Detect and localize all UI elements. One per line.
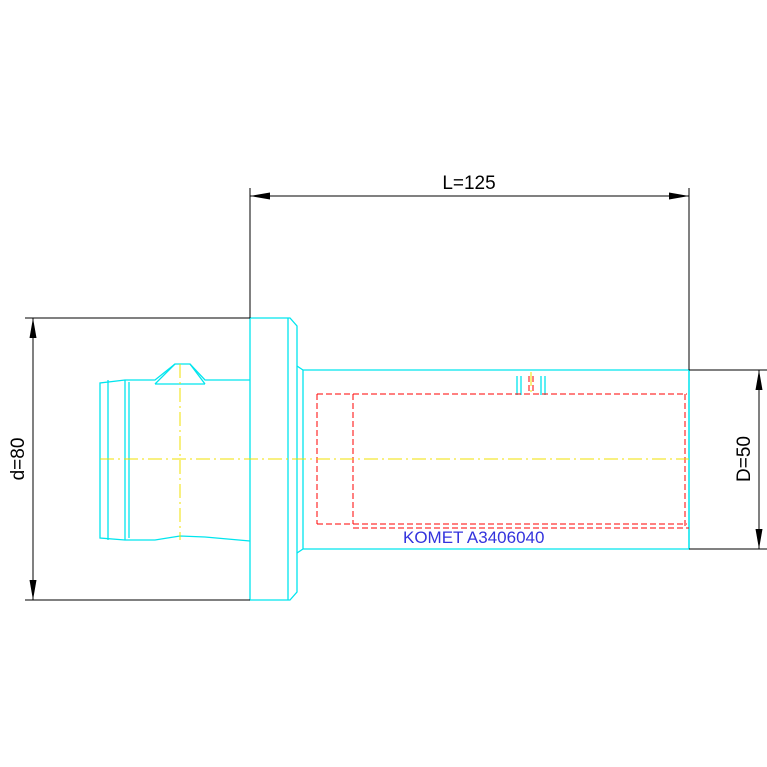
shank-diameter-label: D=50 [734, 436, 755, 482]
length-dimension [249, 188, 690, 370]
length-arrow-left [250, 192, 270, 200]
taper-outline [99, 363, 251, 542]
keyway-slot [516, 376, 546, 395]
length-label: L=125 [442, 173, 495, 194]
part-label: KOMET A3406040 [403, 528, 544, 547]
outer-diameter-arrow-bottom [29, 580, 37, 600]
shank-diameter-arrow-bottom [755, 529, 763, 549]
hidden-bore-lines [316, 376, 689, 529]
outer-diameter-label: d=80 [8, 438, 29, 481]
shank-diameter-arrow-top [755, 370, 763, 390]
outer-diameter-arrow-top [29, 318, 37, 338]
outer-diameter-dimension [25, 317, 250, 601]
length-arrow-right [669, 192, 689, 200]
shank-diameter-dimension [689, 369, 767, 550]
center-lines [100, 364, 689, 540]
